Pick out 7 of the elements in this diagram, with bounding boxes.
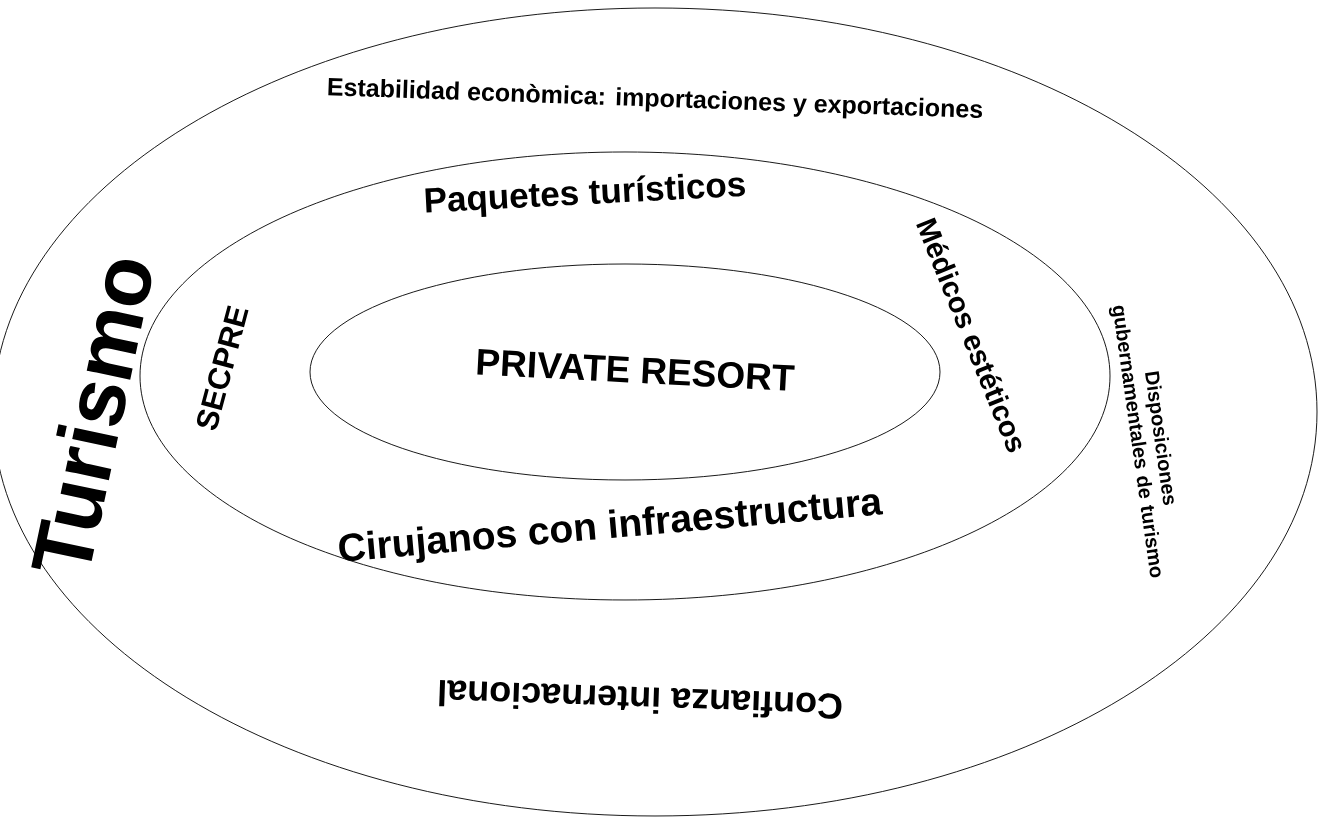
ring-label: Confianza internacional [439,680,842,719]
ring-label: PRIVATE RESORT [477,349,795,391]
ring-label: Turismo [31,260,152,570]
ring-label: Estabilidad econòmica: importaciones y exportaciones [328,77,982,119]
ring-label: SECPRE [197,305,249,430]
ring-label: Paquetes turísticos [425,173,745,217]
ring-label: Cirujanos con infraestructura [339,494,884,563]
